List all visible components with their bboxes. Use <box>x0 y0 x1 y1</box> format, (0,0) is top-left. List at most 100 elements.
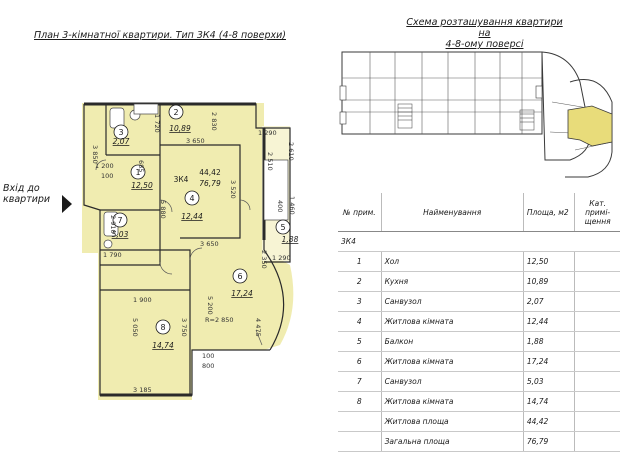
cell-cat <box>574 291 620 312</box>
room-number-2: 2 <box>173 108 178 117</box>
room-number-4: 4 <box>189 194 194 203</box>
cell-area: 14,74 <box>523 391 576 412</box>
room-area-4: 12,44 <box>181 212 203 221</box>
room-markers <box>112 104 291 335</box>
cell-num: 3 <box>338 291 382 312</box>
scheme-stairs <box>397 103 535 131</box>
dimensions: 3 650 2 830 1 720 3 850 1 290 2 510 1 20… <box>91 112 296 394</box>
cell-name: Санвузол <box>381 291 524 312</box>
dimension: 3 520 <box>229 180 237 199</box>
apartment-type: 3К4 <box>174 175 189 184</box>
cell-cat <box>574 351 620 372</box>
entrance-label: Вхід до квартири <box>3 183 50 205</box>
dimension: 3 650 <box>200 240 219 248</box>
cell-area: 1,88 <box>523 331 576 352</box>
cell-name: Балкон <box>381 331 524 352</box>
scheme-balconies <box>339 85 543 125</box>
entrance-label-line1: Вхід до <box>3 183 40 194</box>
dimension: 4 475 <box>254 318 262 337</box>
dimension: 2 830 <box>210 112 218 131</box>
entrance-arrow-icon <box>62 195 72 213</box>
dimension: 2 610 <box>287 142 295 161</box>
cell-cat <box>574 311 620 332</box>
scheme-title: Схема розташування квартири на 4-8-ому п… <box>402 17 567 50</box>
dimension: 1 200 <box>95 162 114 170</box>
dimension: 3 185 <box>133 386 152 394</box>
cell-num: 8 <box>338 391 382 412</box>
cell-area: 76,79 <box>523 431 576 452</box>
fixtures <box>103 103 289 249</box>
room-area-6: 17,24 <box>231 289 253 298</box>
apartment-label: 3К4 44,42 76,79 <box>174 168 221 188</box>
group-label: 3К4 <box>338 231 620 252</box>
room-area-5: 1,88 <box>282 235 299 244</box>
dimension: 1 290 <box>272 254 291 262</box>
cell-name: Житлова кімната <box>381 311 524 332</box>
cell-name: Житлова кімната <box>381 391 524 412</box>
scheme-highlighted-apartment <box>567 105 613 147</box>
table-header-row: № прим. Найменування Площа, м2 Кат. прим… <box>338 193 620 232</box>
cell-num: 5 <box>338 331 382 352</box>
room-areas: 2,07 10,89 12,50 12,44 1,88 17,24 5,03 1… <box>112 124 299 350</box>
apartment-total-area: 76,79 <box>199 179 221 188</box>
cell-num: 1 <box>338 251 382 272</box>
dimension: R=2 850 <box>205 316 234 324</box>
room-area-2: 10,89 <box>169 124 191 133</box>
building-scheme <box>339 51 613 178</box>
cell-cat <box>574 331 620 352</box>
cell-area: 2,07 <box>523 291 576 312</box>
cell-name: Житлова площа <box>381 411 524 432</box>
dimension: 685 <box>137 160 145 172</box>
dimension: 100 <box>202 352 214 360</box>
cell-area: 44,42 <box>523 411 576 432</box>
cell-num <box>338 411 382 432</box>
dimension: 3 750 <box>180 318 188 337</box>
dimension: 1 790 <box>103 251 122 259</box>
apartment-living-area: 44,42 <box>199 168 221 177</box>
room-number-6: 6 <box>237 272 242 281</box>
dimension: 5 880 <box>159 200 167 219</box>
cell-num: 7 <box>338 371 382 392</box>
dimension: 1 720 <box>153 114 161 133</box>
cell-cat <box>574 391 620 412</box>
cell-num <box>338 431 382 452</box>
scheme-title-line2: 4-8-ому поверсі <box>445 39 524 50</box>
header-cat: Кат. примі- щення <box>574 193 620 232</box>
dimension: 3 650 <box>186 137 205 145</box>
cell-area: 5,03 <box>523 371 576 392</box>
cell-num: 6 <box>338 351 382 372</box>
dimension: 100 <box>101 172 113 180</box>
room-area-8: 14,74 <box>152 341 174 350</box>
cell-area: 12,50 <box>523 251 576 272</box>
room-number-3: 3 <box>118 128 123 137</box>
header-num: № прим. <box>338 193 382 232</box>
cell-name: Кухня <box>381 271 524 292</box>
cell-cat <box>574 411 620 432</box>
cell-num: 4 <box>338 311 382 332</box>
entrance-label-line2: квартири <box>3 194 51 205</box>
cell-name: Загальна площа <box>381 431 524 452</box>
dimension: 800 <box>202 362 214 370</box>
dimension: 5 050 <box>131 318 139 337</box>
door-arcs <box>95 159 263 346</box>
cell-cat <box>574 271 620 292</box>
cell-cat <box>574 251 620 272</box>
dimension: 400 <box>276 200 284 212</box>
room-number-5: 5 <box>280 223 285 232</box>
dimension: 1 460 <box>288 196 296 215</box>
room-area-3: 2,07 <box>113 137 130 146</box>
cell-name: Санвузол <box>381 371 524 392</box>
scheme-grid <box>342 52 613 151</box>
room-area-1: 12,50 <box>131 181 153 190</box>
room-number-1: 1 <box>135 168 140 177</box>
cell-num: 2 <box>338 271 382 292</box>
dimension: 1 900 <box>133 296 152 304</box>
plan-title: План 3-кімнатної квартири. Тип 3К4 (4-8 … <box>34 30 286 41</box>
